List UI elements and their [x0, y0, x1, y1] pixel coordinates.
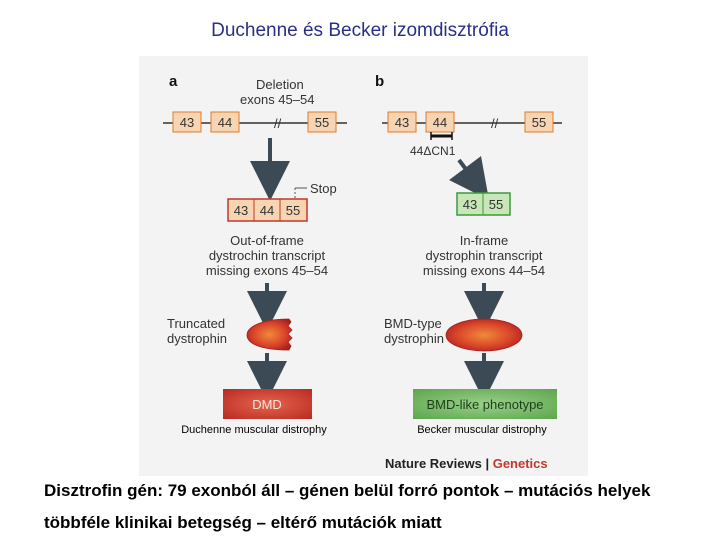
panel-a-break-mark: // — [274, 116, 282, 131]
panel-b-outcome-label: BMD-like phenotype — [426, 397, 543, 412]
panel-b-arrow-1 — [449, 156, 489, 200]
panel-b-transcript-label-2: dystrophin transcript — [425, 248, 542, 263]
panel-b-break-mark: // — [491, 116, 499, 131]
panel-b-exon-43-label: 43 — [395, 115, 409, 130]
panel-b-exon-43 — [387, 111, 417, 133]
panel-a-protein-label-1: Truncated — [167, 316, 225, 331]
panel-b-exon-55-label: 55 — [532, 115, 546, 130]
figure-drawing: a Deletion exons 45–54 // 43 44 55 Stop … — [163, 73, 562, 471]
panel-b-transcript-label-3: missing exons 44–54 — [423, 263, 545, 278]
credit-separator: | — [482, 456, 493, 471]
credit-genetics: Genetics — [493, 456, 548, 471]
panel-b-transcript-label-1: In-frame — [460, 233, 508, 248]
svg-text:Nature Reviews | Genetics: Nature Reviews | Genetics — [385, 456, 548, 471]
panel-a-exon-44 — [210, 111, 240, 133]
panel-a-exon-43 — [172, 111, 202, 133]
panel-a-exon-55 — [307, 111, 337, 133]
panel-a-transcript-exon-55: 55 — [286, 203, 300, 218]
panel-a-transcript-label-3: missing exons 45–54 — [206, 263, 328, 278]
panel-b-letter: b — [375, 73, 384, 90]
panel-a-outcome-box — [223, 389, 312, 419]
panel-b-deletion-label: 44ΔCN1 — [410, 144, 456, 158]
panel-b-bmd-protein-shape — [445, 318, 523, 352]
panel-a-deletion-label-2: exons 45–54 — [240, 92, 314, 107]
panel-b-exon-44-label: 44 — [433, 115, 447, 130]
panel-a-transcript-exon-43: 43 — [234, 203, 248, 218]
panel-a-exon-44-label: 44 — [218, 115, 232, 130]
caption-line-2: többféle klinikai betegség – eltérő mutá… — [44, 513, 442, 532]
panel-a-exon-43-label: 43 — [180, 115, 194, 130]
panel-b-outcome-box — [413, 389, 557, 419]
slide-title: Duchenne és Becker izomdisztrófia — [211, 20, 509, 41]
panel-a-outcome-caption: Duchenne muscular distrophy — [181, 424, 327, 436]
panel-a-protein-label-2: dystrophin — [167, 331, 227, 346]
panel-b-transcript-exon-55: 55 — [489, 197, 503, 212]
panel-a-deletion-label-1: Deletion — [256, 77, 304, 92]
panel-a-outcome-label: DMD — [252, 397, 282, 412]
panel-a-transcript-exon-44: 44 — [260, 203, 274, 218]
panel-a-stop-label: Stop — [310, 181, 337, 196]
panel-b-exon-55 — [524, 111, 554, 133]
credit-nature-reviews: Nature Reviews — [385, 456, 482, 471]
panel-a-transcript — [227, 198, 308, 222]
panel-a-letter: a — [169, 73, 178, 90]
panel-a-transcript-label-2: dystrochin transcript — [209, 248, 326, 263]
panel-b-protein-label-2: dystrophin — [384, 331, 444, 346]
panel-a-exon-55-label: 55 — [315, 115, 329, 130]
caption-line-1: Disztrofin gén: 79 exonból áll – génen b… — [44, 481, 651, 500]
panel-b-exon-44 — [425, 111, 455, 133]
panel-b-transcript-exon-43: 43 — [463, 197, 477, 212]
panel-b-outcome-caption: Becker muscular distrophy — [417, 424, 547, 436]
panel-a-transcript-label-1: Out-of-frame — [230, 233, 304, 248]
panel-b-protein-label-1: BMD-type — [384, 316, 442, 331]
dystrophin-figure: a Deletion exons 45–54 // 43 44 55 Stop … — [139, 56, 588, 476]
panel-a-truncated-protein-shape — [246, 318, 293, 351]
